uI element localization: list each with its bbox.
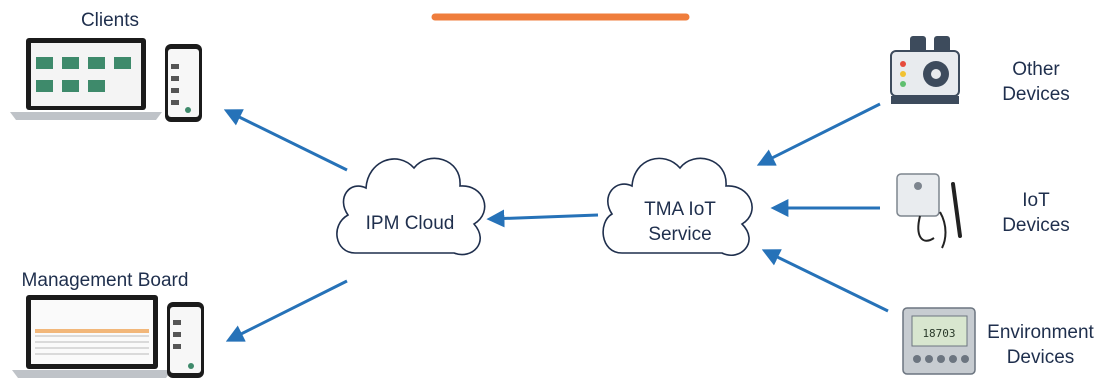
meter-display-value: 18703 xyxy=(922,327,955,340)
tma-cloud-shape xyxy=(602,157,753,256)
iot-devices-label: IoT Devices xyxy=(1002,190,1070,236)
management-laptop-icon xyxy=(12,295,172,378)
iot-sensor-icon xyxy=(896,173,962,249)
clients-phone-icon xyxy=(165,44,202,122)
ipm-cloud-shape xyxy=(336,157,486,256)
panel-meter-icon: 18703 xyxy=(902,307,976,375)
arrow-tma-to-ipm xyxy=(486,209,599,228)
clients-label: Clients xyxy=(80,10,140,31)
tma-service-label: TMA IoT Service xyxy=(644,199,716,245)
clients-laptop-icon xyxy=(10,38,162,120)
management-phone-icon xyxy=(167,302,204,378)
environment-devices-label: Environment Devices xyxy=(987,322,1094,368)
arrow-other-to-tma xyxy=(756,102,881,166)
other-devices-label: Other Devices xyxy=(1002,59,1070,105)
ipm-cloud-label: IPM Cloud xyxy=(365,213,455,234)
arrow-env-to-tma xyxy=(761,249,889,313)
arrow-cloud-to-clients xyxy=(223,109,348,172)
arrow-cloud-to-management xyxy=(225,279,348,342)
machine-gear-icon xyxy=(890,36,960,104)
management-board-label: Management Board xyxy=(21,270,189,291)
